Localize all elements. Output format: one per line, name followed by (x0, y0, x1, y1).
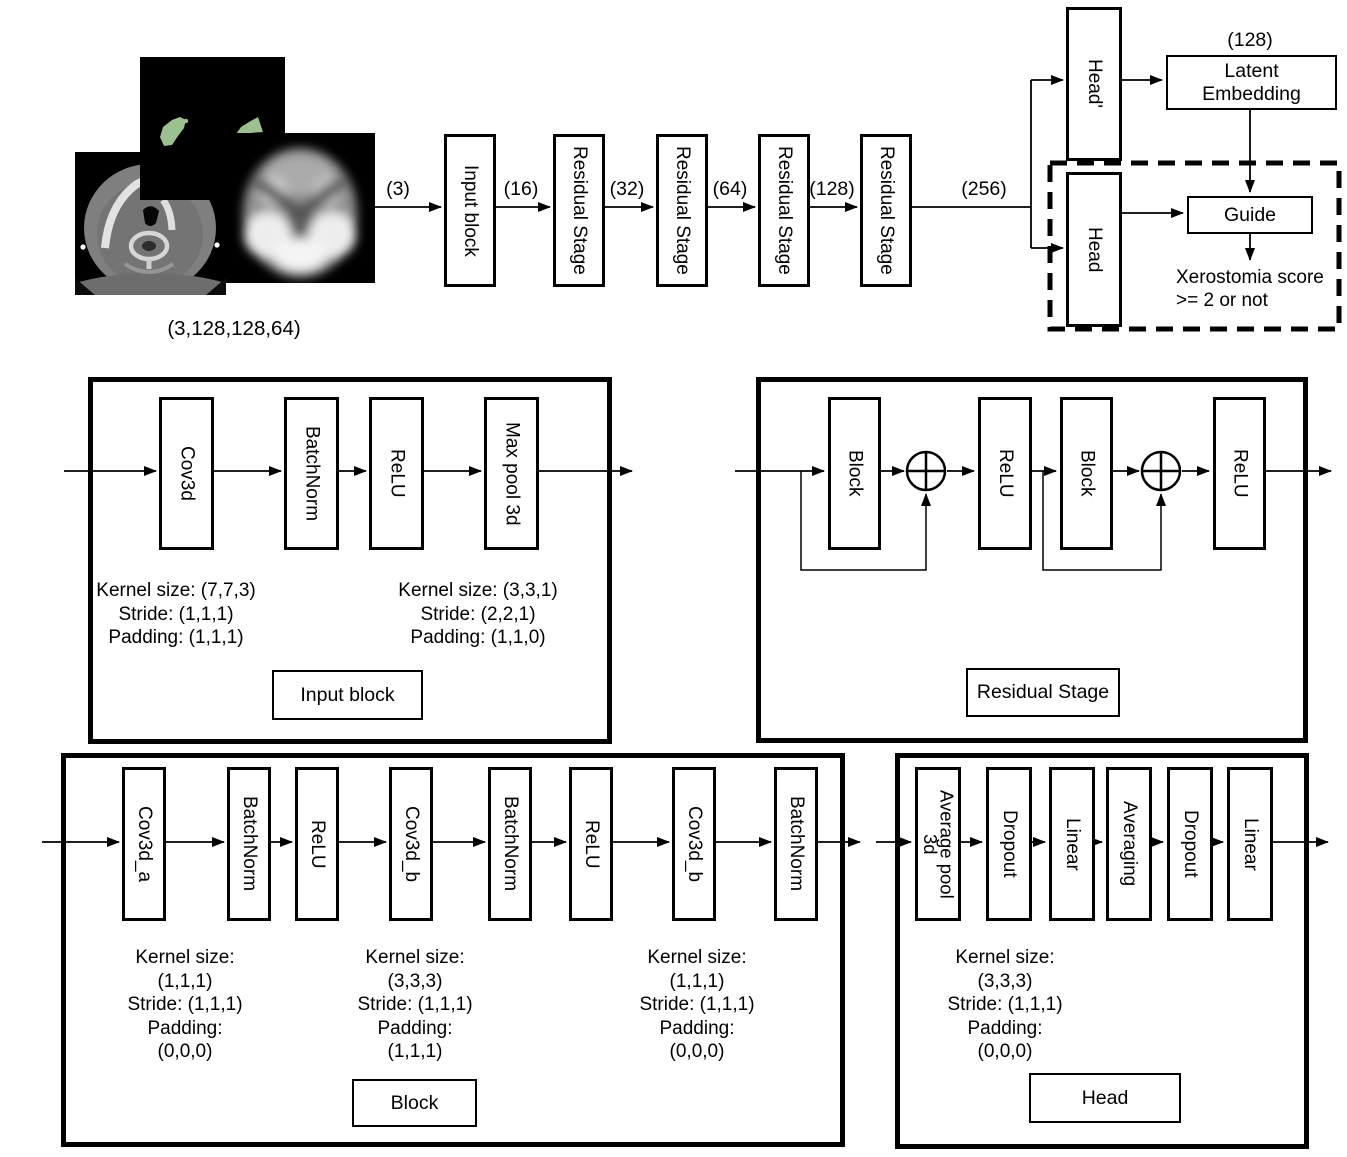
layer-batchnorm-3: BatchNorm (774, 767, 818, 921)
layer-linear-2: Linear (1227, 767, 1273, 921)
mask-dot (183, 118, 189, 124)
layer-label: Dropout (998, 810, 1020, 878)
layer-avgpool3d: Average pool 3d (915, 767, 961, 921)
layer-label: Block (844, 450, 866, 497)
layer-batchnorm: BatchNorm (284, 397, 339, 550)
sum-icon-2 (1140, 450, 1182, 492)
layer-relu: ReLU (369, 397, 424, 550)
pipeline-arrows (375, 75, 1255, 261)
channel-label-256: (256) (961, 178, 1007, 200)
input-block-params-left: Kernel size: (7,7,3) Stride: (1,1,1) Pad… (96, 580, 256, 648)
head-prime-label: Head' (1083, 59, 1105, 109)
layer-linear-1: Linear (1049, 767, 1095, 921)
pipeline-box-label: Input block (459, 164, 481, 257)
skip-connection-1 (800, 471, 931, 571)
layer-label: Cov3d_b (400, 805, 422, 883)
layer-label: BatchNorm (238, 796, 260, 892)
head-params: Kernel size: (3,3,3) Stride: (1,1,1) Pad… (947, 947, 1063, 1062)
layer-label: Linear (1061, 817, 1083, 871)
residual-stage-panel-arrows (735, 466, 1332, 571)
block-title: Block (352, 1079, 477, 1127)
pipeline-box-residual-stage-1: Residual Stage (553, 134, 605, 287)
layer-label: BatchNorm (499, 796, 521, 892)
skip-connection-2 (1042, 471, 1166, 571)
blurred-brain-map-image (226, 133, 375, 283)
latent-embedding-box: Latent Embedding (1166, 55, 1337, 110)
layer-label: ReLU (994, 449, 1016, 498)
guide-box: Guide (1187, 196, 1313, 234)
layer-label: BatchNorm (301, 425, 323, 522)
channel-label-64: (64) (712, 178, 748, 200)
layer-batchnorm-1: BatchNorm (227, 767, 271, 921)
pipeline-box-label: Residual Stage (875, 146, 897, 275)
residual-stage-detail-panel (756, 377, 1308, 743)
layer-cov3d: Cov3d (159, 397, 214, 550)
input-block-title: Input block (272, 670, 423, 720)
pipeline-box-input-block: Input block (444, 134, 496, 287)
layer-label: Max pool 3d (501, 421, 523, 526)
layer-label: BatchNorm (785, 796, 807, 892)
block-detail-panel (61, 753, 845, 1147)
layer-label: Average pool 3d (920, 789, 958, 899)
residual-stage-title: Residual Stage (966, 668, 1120, 717)
xerostomia-output-label: Xerostomia score >= 2 or not (1176, 267, 1324, 311)
layer-relu-2: ReLU (569, 767, 613, 921)
pipeline-box-residual-stage-3: Residual Stage (758, 134, 810, 287)
input-shape-caption: (3,128,128,64) (167, 317, 301, 340)
pipeline-box-residual-stage-2: Residual Stage (656, 134, 708, 287)
layer-label: ReLU (306, 819, 328, 869)
latent-dim-label: (128) (1227, 29, 1273, 51)
dashed-output-border (1047, 160, 1342, 332)
layer-block-1: Block (828, 397, 881, 550)
layer-batchnorm-2: BatchNorm (488, 767, 532, 921)
head-box: Head (1066, 172, 1122, 327)
layer-label: Cov3d_a (133, 805, 155, 883)
layer-dropout-1: Dropout (986, 767, 1032, 921)
layer-maxpool3d: Max pool 3d (484, 397, 539, 550)
layer-label: Linear (1239, 817, 1261, 871)
layer-relu-1: ReLU (978, 397, 1032, 550)
layer-dropout-2: Dropout (1167, 767, 1213, 921)
mask-blob-right (236, 117, 263, 134)
input-block-params-right: Kernel size: (3,3,1) Stride: (2,2,1) Pad… (398, 580, 558, 648)
layer-label: Dropout (1179, 810, 1201, 878)
layer-label: ReLU (580, 819, 602, 869)
layer-averaging: Averaging (1106, 767, 1152, 921)
pipeline-box-label: Residual Stage (568, 146, 590, 275)
head-prime-box: Head' (1066, 7, 1122, 161)
layer-label: Block (1076, 450, 1098, 497)
head-label: Head (1083, 226, 1105, 273)
channel-label-16: (16) (503, 178, 539, 200)
layer-relu-2: ReLU (1213, 397, 1266, 550)
pipeline-box-residual-stage-4: Residual Stage (860, 134, 912, 287)
channel-label-128: (128) (809, 178, 855, 200)
input-block-detail-panel (88, 377, 612, 744)
layer-relu-1: ReLU (295, 767, 339, 921)
layer-label: Cov3d_b (683, 805, 705, 883)
block-params-1: Kernel size: (1,1,1) Stride: (1,1,1) Pad… (127, 947, 243, 1062)
layer-cov3d-a: Cov3d_a (122, 767, 166, 921)
sum-icon-1 (905, 450, 947, 492)
layer-label: ReLU (386, 449, 408, 498)
head-title: Head (1029, 1073, 1181, 1123)
block-params-2: Kernel size: (3,3,3) Stride: (1,1,1) Pad… (357, 947, 473, 1062)
layer-label: ReLU (1229, 449, 1251, 498)
head-detail-panel (895, 753, 1309, 1149)
layer-label: Cov3d (176, 446, 198, 501)
block-params-3: Kernel size: (1,1,1) Stride: (1,1,1) Pad… (639, 947, 755, 1062)
mask-blob-left (160, 117, 186, 146)
pipeline-box-label: Residual Stage (671, 146, 693, 275)
channel-label-3: (3) (386, 178, 410, 200)
layer-block-2: Block (1060, 397, 1113, 550)
layer-label: Averaging (1118, 801, 1140, 887)
layer-cov3d-b-2: Cov3d_b (672, 767, 716, 921)
pipeline-box-label: Residual Stage (773, 146, 795, 275)
channel-label-32: (32) (609, 178, 645, 200)
layer-cov3d-b-1: Cov3d_b (389, 767, 433, 921)
